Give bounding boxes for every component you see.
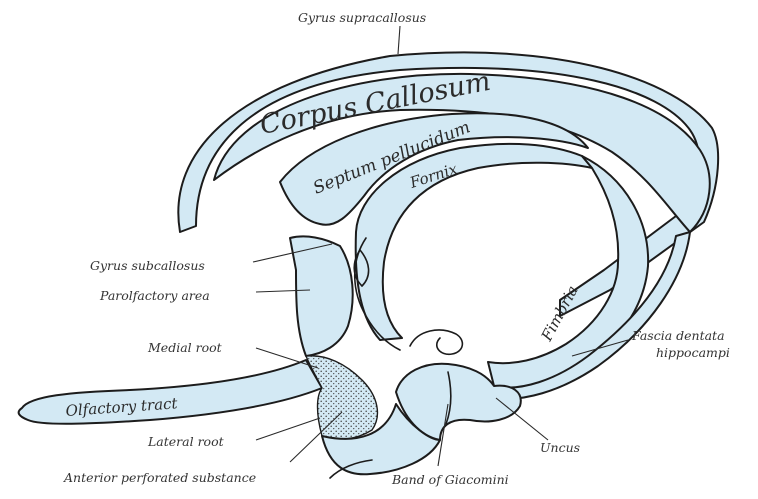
hippocampal-hook	[410, 330, 462, 354]
parolfactory-area	[290, 236, 353, 356]
olfactory-tract	[19, 360, 322, 424]
band-of-giacomini-text: Band of Giacomini	[391, 472, 509, 487]
leader-gyrus-supracallosus	[398, 26, 400, 54]
uncus-text: Uncus	[540, 440, 580, 455]
fascia-dentata-text-2: hippocampi	[656, 345, 730, 360]
medial-root-text: Medial root	[147, 340, 223, 355]
anterior-perforated-substance	[306, 356, 377, 440]
gyrus-supracallosus-text: Gyrus supracallosus	[298, 10, 426, 25]
gyrus-subcallosus-text: Gyrus subcallosus	[90, 258, 205, 273]
anterior-perforated-substance-text: Anterior perforated substance	[63, 470, 256, 485]
fascia-dentata-text-1: Fascia dentata	[631, 328, 725, 343]
lateral-root-text: Lateral root	[147, 434, 225, 449]
parolfactory-area-text: Parolfactory area	[99, 288, 210, 303]
fimbria	[488, 156, 648, 389]
leader-lateral-root	[256, 418, 320, 440]
fimbria-label: Fimbria	[537, 282, 582, 344]
